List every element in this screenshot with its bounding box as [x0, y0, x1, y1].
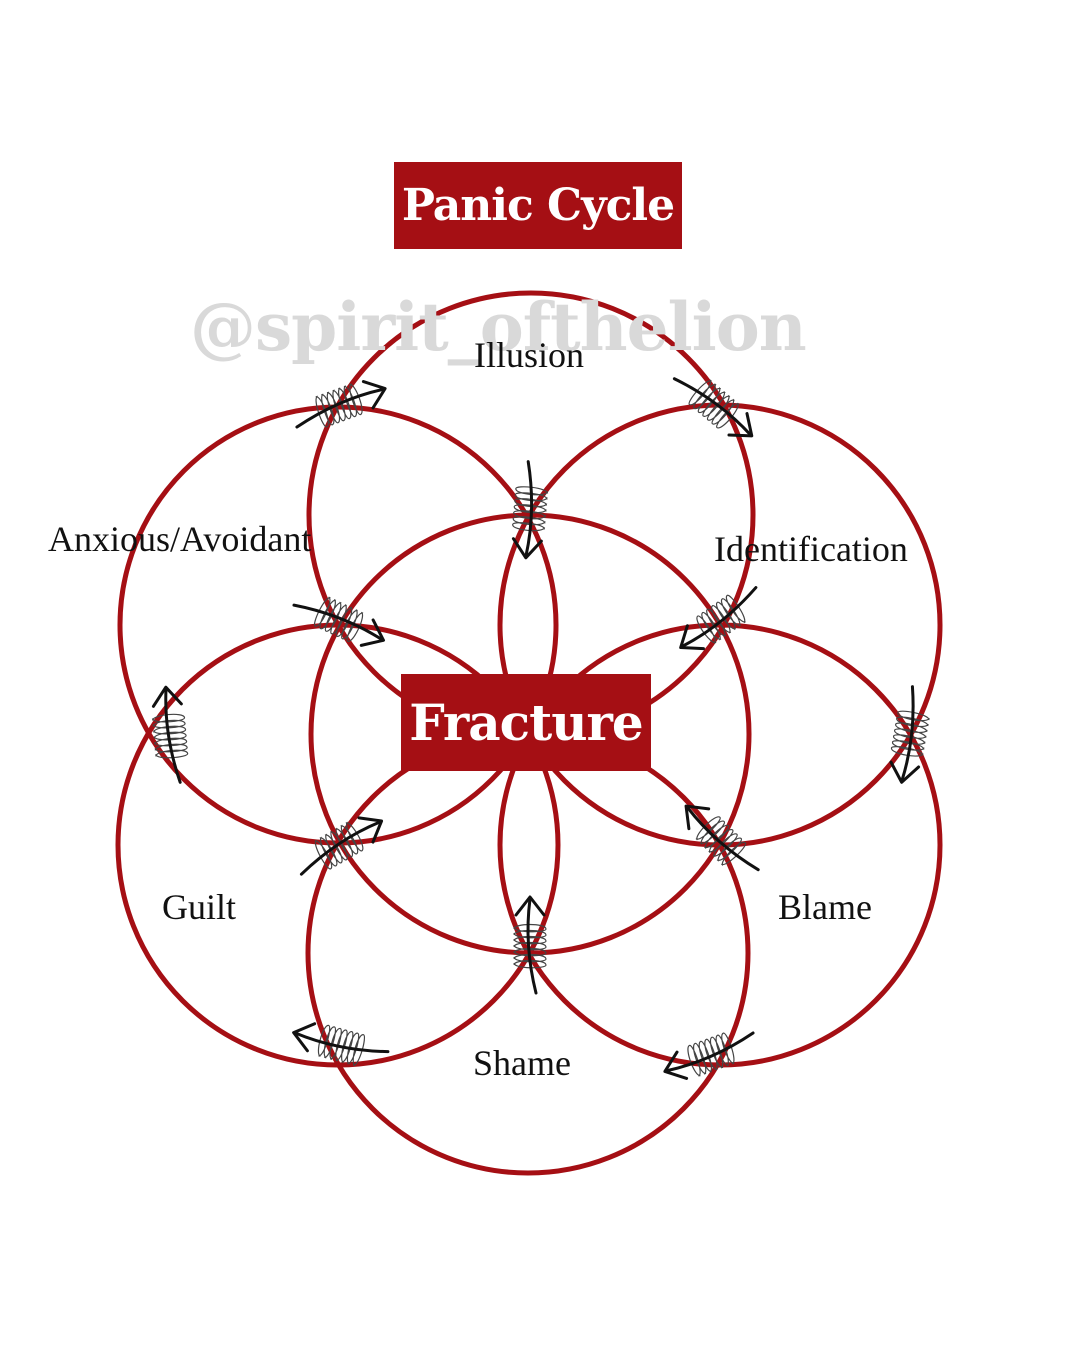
scribbled-arrow-icon	[295, 380, 387, 429]
ring-guilt	[115, 622, 561, 1068]
stage-label-illusion: Illusion	[474, 335, 585, 375]
scribbled-arrow-icon	[663, 1031, 755, 1080]
watermark: @spirit_ofthelion	[190, 288, 807, 366]
stage-label-guilt: Guilt	[162, 887, 237, 927]
center-label-fracture: Fracture	[409, 693, 643, 752]
scribbled-arrow-icon	[511, 460, 549, 560]
scribbled-arrow-icon	[684, 804, 760, 872]
scribbled-arrow-icon	[292, 596, 386, 647]
center-banner: Fracture	[401, 674, 651, 771]
scribbled-arrow-icon	[672, 377, 754, 438]
scribbled-arrow-icon	[679, 586, 758, 651]
title-banner: Panic Cycle	[394, 162, 682, 249]
scribbled-arrow-icon	[292, 1022, 390, 1067]
scribbled-arrow-icon	[151, 685, 189, 784]
scribbled-arrow-icon	[299, 816, 384, 876]
page-title: Panic Cycle	[401, 180, 675, 231]
stage-label-anxious-avoidant: Anxious/Avoidant	[48, 519, 312, 559]
scribbled-arrow-icon	[889, 685, 930, 784]
stage-label-blame: Blame	[778, 887, 872, 927]
stage-label-shame: Shame	[473, 1043, 571, 1083]
scribbled-arrow-icon	[513, 895, 547, 995]
stage-label-identification: Identification	[714, 529, 908, 569]
